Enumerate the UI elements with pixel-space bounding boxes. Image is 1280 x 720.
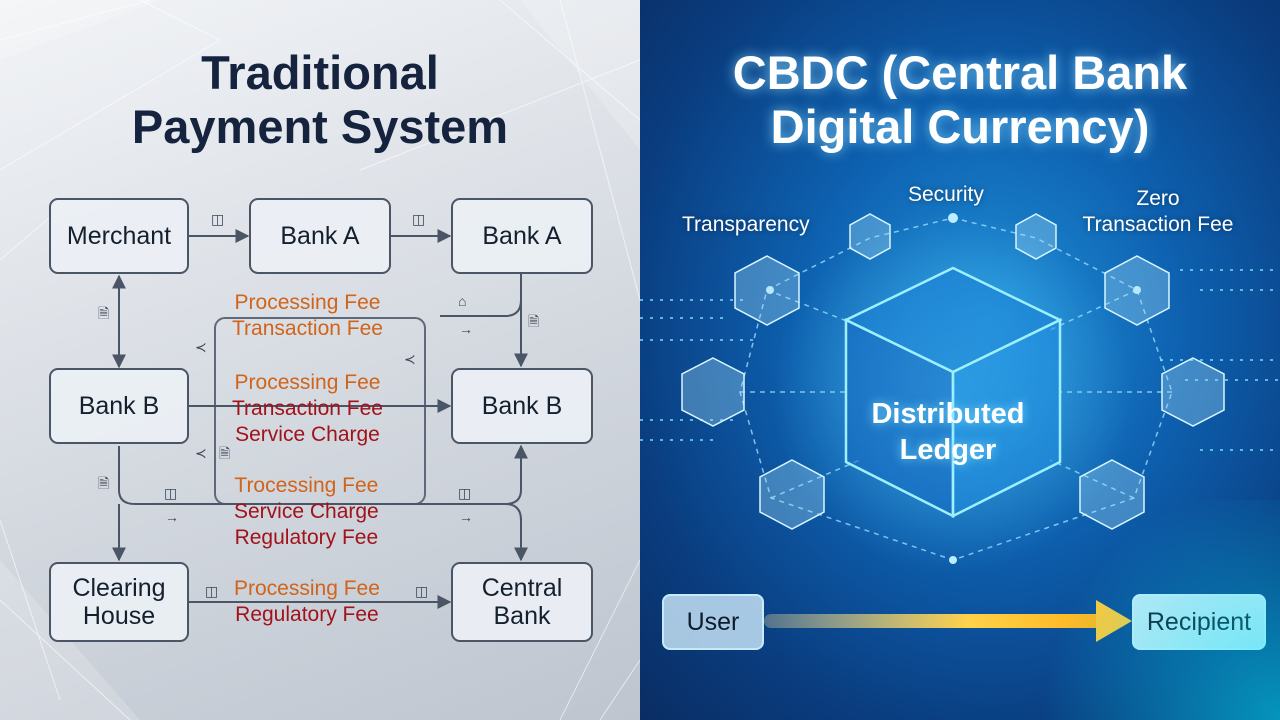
recipient-node: Recipient [1132, 594, 1266, 650]
document-icon: 🗎 [528, 313, 540, 329]
traditional-panel: Traditional Payment System Merchant Bank… [0, 0, 640, 720]
share-icon: ≺ [195, 339, 207, 355]
merchant-node: Merchant [49, 198, 189, 274]
security-label: Security [908, 183, 984, 206]
bank-a-node-2: Bank A [451, 198, 593, 274]
money-icon: ◫ [415, 583, 429, 599]
arrow-icon: → [459, 509, 473, 525]
document-icon: 🗎 [219, 445, 231, 461]
fee-group-4: Processing Fee Regulatory Fee [234, 577, 380, 626]
fee-group-3: Trocessing Fee Service Charge Regulatory… [234, 474, 379, 549]
money-icon: ◫ [412, 211, 426, 227]
fee-group-1: Processing Fee Transaction Fee [232, 291, 383, 340]
bank-icon: ⌂ [458, 293, 467, 309]
connector-lines [112, 229, 640, 609]
bank-a-node: Bank A [249, 198, 391, 274]
user-node: User [662, 594, 764, 650]
document-icon: 🗎 [98, 475, 110, 491]
arrow-icon: → [459, 321, 473, 337]
money-icon: ◫ [205, 583, 219, 599]
cbdc-network-graphic [640, 212, 1280, 642]
distributed-ledger-label: Distributed Ledger [871, 398, 1025, 466]
zero-fee-label: Zero Transaction Fee [1082, 187, 1234, 236]
share-icon: ≺ [195, 445, 207, 461]
cbdc-title: CBDC (Central Bank Digital Currency) [732, 46, 1188, 153]
cbdc-panel: CBDC (Central Bank Digital Currency) Tra… [640, 0, 1280, 720]
bank-b-node-2: Bank B [451, 368, 593, 444]
bank-b-node: Bank B [49, 368, 189, 444]
share-icon: ≺ [404, 351, 416, 367]
fee-group-2: Processing Fee Transaction Fee Service C… [232, 371, 383, 446]
arrow-icon: → [165, 509, 179, 525]
money-icon: ◫ [458, 485, 472, 501]
traditional-title: Traditional Payment System [131, 46, 509, 153]
money-icon: ◫ [211, 211, 225, 227]
transparency-label: Transparency [682, 213, 810, 236]
money-icon: ◫ [164, 485, 178, 501]
document-icon: 🗎 [98, 305, 110, 321]
